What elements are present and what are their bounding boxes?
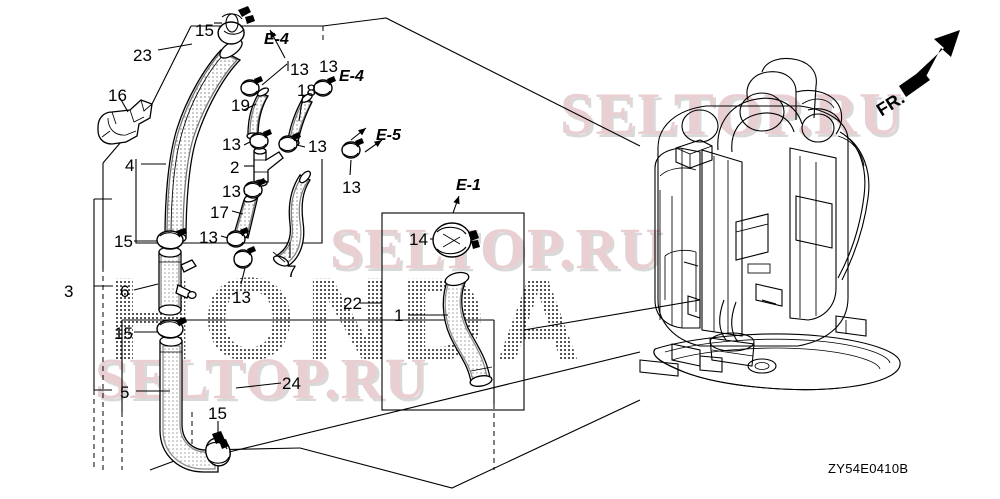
callout-3: 3 — [64, 282, 74, 301]
callout-13-c: 13 — [222, 135, 241, 154]
callout-4: 4 — [125, 156, 135, 175]
part-15-clamp-d — [205, 431, 231, 467]
callout-14: 14 — [409, 230, 428, 249]
callout-13-b: 13 — [319, 57, 338, 76]
detail-ref-arrows — [269, 29, 383, 153]
callout-15-c: 15 — [114, 324, 133, 343]
callout-13-d: 13 — [308, 137, 327, 156]
part-7-hose — [272, 170, 312, 267]
fr-arrow — [899, 30, 960, 97]
part-1-hose — [442, 271, 493, 387]
callout-15-a: 15 — [195, 21, 214, 40]
leader-lines — [119, 22, 701, 453]
callout-15-b: 15 — [114, 232, 133, 251]
callout-1: 1 — [394, 306, 404, 325]
callout-19: 19 — [231, 96, 250, 115]
callout-13-h: 13 — [232, 288, 251, 307]
part-2-joint — [253, 147, 284, 187]
callout-18: 18 — [297, 81, 316, 100]
callout-24: 24 — [282, 374, 301, 393]
callout-6: 6 — [120, 282, 130, 301]
callout-2: 2 — [230, 158, 240, 177]
callout-5: 5 — [120, 383, 130, 402]
detail-box-e1 — [381, 195, 525, 411]
part-code: ZY54E0410B — [828, 461, 909, 476]
part-16-bracket — [97, 99, 153, 145]
callout-16: 16 — [108, 86, 127, 105]
part-14-clamp — [432, 222, 480, 258]
engine-assembly — [639, 57, 901, 391]
callout-17: 17 — [210, 203, 229, 222]
part-13-clamps — [226, 76, 364, 269]
detail-ref-e5: E-5 — [376, 127, 401, 144]
callout-15-d: 15 — [208, 404, 227, 423]
part-6-tube — [158, 246, 197, 316]
callout-22: 22 — [343, 294, 362, 313]
callout-13-f: 13 — [222, 182, 241, 201]
callout-23: 23 — [133, 46, 152, 65]
callout-7: 7 — [287, 262, 297, 281]
part-15-clamp-b — [156, 228, 187, 250]
detail-ref-e1: E-1 — [456, 177, 481, 194]
part-15-clamp-c — [156, 317, 187, 339]
callout-13-e: 13 — [342, 178, 361, 197]
callout-13-a: 13 — [290, 60, 309, 79]
part-15-clamp-a — [217, 6, 255, 45]
callout-13-g: 13 — [199, 228, 218, 247]
detail-ref-e4-top: E-4 — [264, 31, 289, 48]
detail-ref-e4-mid: E-4 — [339, 68, 364, 85]
